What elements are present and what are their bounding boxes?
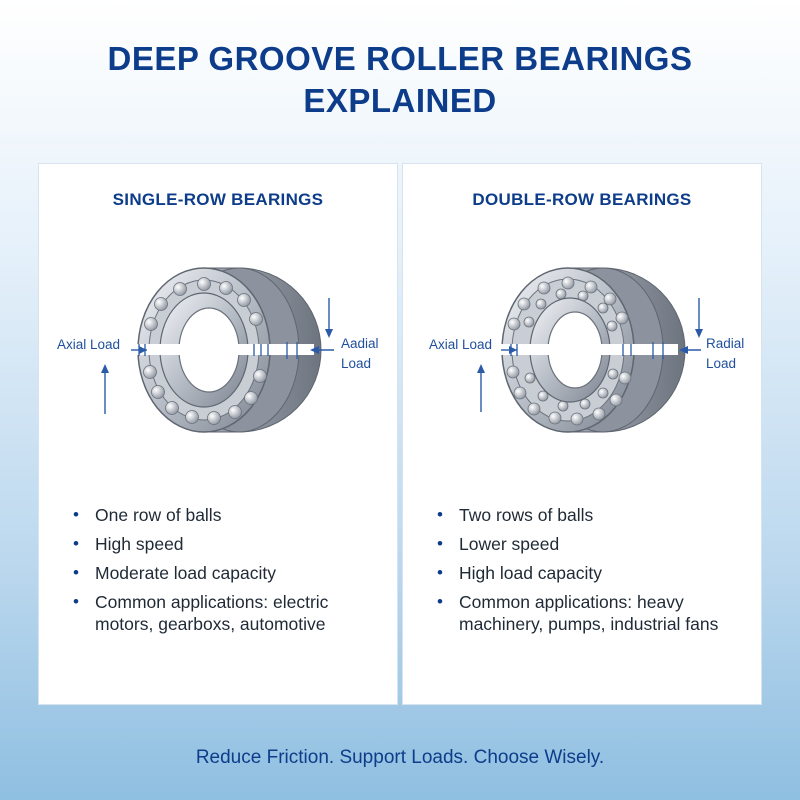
- bullet-icon: •: [437, 592, 443, 611]
- radial-load-arrow: [679, 298, 703, 354]
- feature-item: •Common applications: electric motors, g…: [73, 592, 329, 634]
- page-title-line-1: DEEP GROOVE ROLLER BEARINGS: [107, 40, 693, 77]
- radial-load-arrow: [310, 298, 334, 354]
- single-row-bearing-diagram: Axial Load Aadial Load: [57, 267, 379, 433]
- bullet-icon: •: [73, 563, 79, 582]
- axial-load-label: Axial Load: [429, 337, 492, 352]
- axial-load-label: Axial Load: [57, 337, 120, 352]
- bearing-split-gap: [134, 344, 314, 355]
- bearing-balls-outer-row: [506, 276, 632, 426]
- bearing-balls-inner-row: [523, 288, 619, 412]
- panel-heading-single-row: SINGLE-ROW BEARINGS: [112, 190, 324, 209]
- axial-load-arrow: [477, 346, 517, 412]
- bullet-icon: •: [73, 534, 79, 553]
- feature-item: •Common applications: heavy machinery, p…: [437, 592, 719, 634]
- feature-list-single-row: •One row of balls •High speed •Moderate …: [69, 504, 389, 642]
- radial-load-label-line-2: Load: [341, 356, 371, 371]
- radial-load-label-line-2: Load: [706, 356, 736, 371]
- page-title: DEEP GROOVE ROLLER BEARINGS EXPLAINED: [0, 38, 800, 122]
- panel-single-row: SINGLE-ROW BEARINGS: [38, 163, 398, 705]
- bullet-icon: •: [437, 563, 443, 582]
- page-title-line-2: EXPLAINED: [303, 82, 497, 119]
- feature-item: •High load capacity: [437, 563, 602, 583]
- bullet-icon: •: [73, 505, 79, 524]
- bearing-split-gap: [498, 344, 678, 355]
- radial-load-label-line-1: Aadial: [341, 336, 379, 351]
- feature-item: •Two rows of balls: [437, 505, 594, 525]
- double-row-bearing-diagram: Axial Load Radial Load: [429, 267, 744, 433]
- bullet-icon: •: [437, 534, 443, 553]
- panel-double-row: DOUBLE-ROW BEARINGS: [402, 163, 762, 705]
- feature-item: •One row of balls: [73, 505, 222, 525]
- feature-item: •High speed: [73, 534, 184, 554]
- feature-item: •Lower speed: [437, 534, 560, 554]
- bullet-icon: •: [73, 592, 79, 611]
- feature-list-double-row: •Two rows of balls •Lower speed •High lo…: [433, 504, 753, 642]
- bullet-icon: •: [437, 505, 443, 524]
- feature-item: •Moderate load capacity: [73, 563, 276, 583]
- panel-heading-double-row: DOUBLE-ROW BEARINGS: [472, 190, 692, 209]
- bearing-balls: [143, 277, 267, 425]
- axial-load-arrow: [101, 346, 147, 414]
- radial-load-label-line-1: Radial: [706, 336, 744, 351]
- footer-tagline: Reduce Friction. Support Loads. Choose W…: [195, 747, 605, 768]
